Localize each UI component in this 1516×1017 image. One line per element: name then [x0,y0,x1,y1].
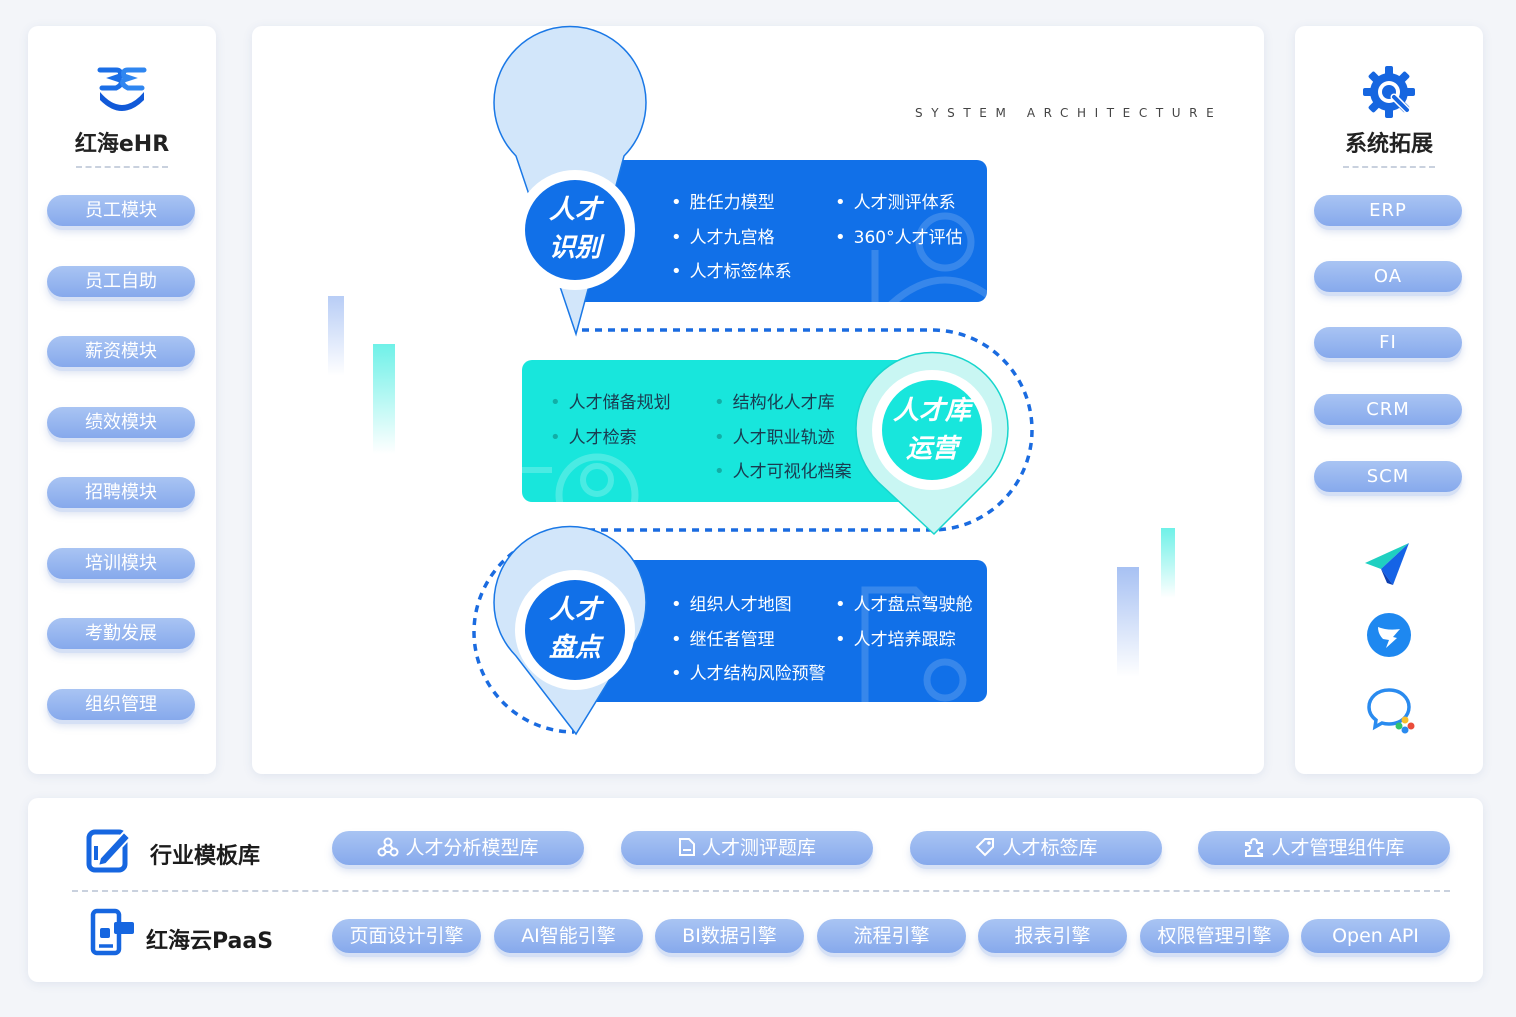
stage2-label: 人才库 运营 [872,392,992,468]
module-performance[interactable]: 绩效模块 [47,407,195,438]
profile-watermark-icon [522,453,639,502]
stage1-item: 人才测评体系 [835,188,956,213]
extension-erp[interactable]: ERP [1314,195,1462,226]
stage1-item: 人才九宫格 [671,223,775,248]
stage2-item: 人才可视化档案 [714,457,852,482]
stage3-item: 人才盘点驾驶舱 [835,590,973,615]
module-payroll[interactable]: 薪资模块 [47,336,195,367]
paas-page-design-engine[interactable]: 页面设计引擎 [332,919,481,953]
architecture-panel: SYSTEM ARCHITECTURE 胜任力模型 人才九宫格 人才标签体系 人… [252,25,1264,774]
decor-bar [373,344,395,454]
extension-scm[interactable]: SCM [1314,461,1462,492]
dingtalk-icon[interactable] [1366,612,1412,658]
title-divider [76,166,168,168]
extension-crm[interactable]: CRM [1314,394,1462,425]
stage3-label: 人才 盘点 [525,591,625,667]
template-item-label: 人才分析模型库 [405,837,539,859]
document-icon [678,837,695,856]
decor-bar [1161,528,1175,598]
paas-device-icon [90,908,134,956]
title-divider [1343,166,1435,168]
module-employee[interactable]: 员工模块 [47,195,195,226]
template-item-label: 人才标签库 [1002,837,1098,859]
decor-bar [328,296,344,376]
stage2-item: 人才职业轨迹 [714,423,835,448]
paas-report-engine[interactable]: 报表引擎 [978,919,1127,953]
stage2-label-line1: 人才库 [892,396,971,426]
stage2-item: 结构化人才库 [714,388,835,413]
flow-connector [472,328,1034,734]
bottom-divider [72,890,1450,892]
template-item-label: 人才管理组件库 [1271,837,1405,859]
stage1-item: 人才标签体系 [671,257,792,282]
module-training[interactable]: 培训模块 [47,548,195,579]
gear-wrench-icon [1363,66,1415,118]
template-talent-tag-library[interactable]: 人才标签库 [910,831,1162,865]
stage1-label-line1: 人才 [548,195,601,225]
module-recruitment[interactable]: 招聘模块 [47,477,195,508]
feishu-icon[interactable] [1363,539,1413,589]
hongHai-logo-icon [97,67,147,111]
template-talent-analysis-models[interactable]: 人才分析模型库 [332,831,584,865]
extension-panel: 系统拓展 ERP OA FI CRM SCM [1295,26,1483,774]
module-attendance[interactable]: 考勤发展 [47,618,195,649]
stage3-item: 人才结构风险预警 [671,659,826,684]
paas-title: 红海云PaaS [146,929,274,954]
stage-talent-review: 组织人才地图 继任者管理 人才结构风险预警 人才盘点驾驶舱 人才培养跟踪 [575,560,987,702]
template-talent-component-library[interactable]: 人才管理组件库 [1198,831,1450,865]
left-panel: 红海eHR 员工模块 员工自助 薪资模块 绩效模块 招聘模块 培训模块 考勤发展… [28,26,216,774]
paas-permission-engine[interactable]: 权限管理引擎 [1140,919,1289,953]
stage-pins [493,25,1009,736]
stage3-item: 组织人才地图 [671,590,792,615]
paas-open-api[interactable]: Open API [1301,919,1450,953]
extension-fi[interactable]: FI [1314,327,1462,358]
template-talent-assessment-bank[interactable]: 人才测评题库 [621,831,873,865]
paas-ai-engine[interactable]: AI智能引擎 [494,919,643,953]
paas-workflow-engine[interactable]: 流程引擎 [817,919,966,953]
architecture-subtitle: SYSTEM ARCHITECTURE [915,106,1223,120]
puzzle-icon [1245,837,1264,857]
stage1-item: 360°人才评估 [835,223,963,248]
stage2-label-line2: 运营 [905,434,958,464]
stage2-item: 人才检索 [550,423,637,448]
network-icon [377,837,399,856]
tag-icon [976,837,995,856]
module-employee-self-service[interactable]: 员工自助 [47,266,195,297]
extension-title: 系统拓展 [1344,132,1433,157]
stage1-item: 胜任力模型 [671,188,775,213]
edit-template-icon [86,829,132,873]
brand-name: 红海eHR [74,132,170,157]
stage3-item: 继任者管理 [671,625,775,650]
stage-talent-identification: 胜任力模型 人才九宫格 人才标签体系 人才测评体系 360°人才评估 [575,160,987,302]
stage3-label-line1: 人才 [548,595,601,625]
stage1-pin-icon [493,25,647,337]
module-organization[interactable]: 组织管理 [47,689,195,720]
template-item-label: 人才测评题库 [701,837,816,859]
stage2-pin-icon [855,351,1009,536]
stage1-label: 人才 识别 [525,191,625,267]
stage1-label-line2: 识别 [548,233,601,263]
decor-bar [1117,567,1139,677]
paas-bi-engine[interactable]: BI数据引擎 [655,919,804,953]
stage3-pin-icon [493,525,647,736]
extension-oa[interactable]: OA [1314,261,1462,292]
stage3-item: 人才培养跟踪 [835,625,956,650]
foundation-panel: 行业模板库 人才分析模型库 人才测评题库 人才标签库 人才管理组件库 红海云Pa [28,798,1483,982]
wecom-icon[interactable] [1367,686,1419,734]
template-library-title: 行业模板库 [150,844,261,869]
stage2-item: 人才储备规划 [550,388,671,413]
stage3-label-line2: 盘点 [548,633,601,663]
